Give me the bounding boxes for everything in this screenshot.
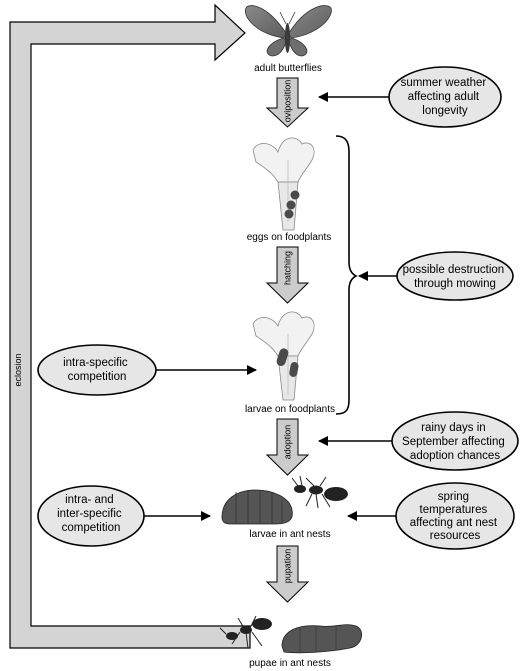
adoption-label: adoption [283, 425, 293, 460]
stage-larvae-on-foodplants: larvae on foodplants [245, 404, 335, 415]
butterfly-illustration [244, 5, 332, 57]
pupae-ant-illustration [219, 615, 363, 654]
factor-rainy-days: rainy days in September affecting adopti… [318, 411, 519, 471]
factor-spring-temperatures: spring temperatures affecting ant nest r… [347, 482, 515, 550]
stage-eggs-on-foodplants: eggs on foodplants [247, 232, 332, 243]
svg-text:summer weather affecting: summer weather affecting adult longevity [401, 77, 490, 117]
svg-text:possible destruction thr: possible destruction through mowing [403, 264, 508, 290]
pupation-label: pupation [283, 549, 293, 584]
stage-pupae-in-ant-nests: pupae in ant nests [249, 658, 331, 669]
factor-summer-weather: summer weather affecting adult longevity [318, 66, 502, 128]
svg-text:intra- and inter-specifi: intra- and inter-specific competition [57, 494, 125, 534]
stage-adult-butterflies: adult butterflies [254, 63, 322, 74]
flower-larvae-illustration [252, 311, 315, 401]
svg-text:rainy days in September: rainy days in September affecting adopti… [402, 422, 508, 462]
stage-larvae-in-ant-nests: larvae in ant nests [249, 529, 330, 540]
factor-intra-competition: intra-specific competition [37, 344, 257, 396]
hatching-label: hatching [283, 251, 293, 285]
factor-intra-inter-competition: intra- and inter-specific competition [37, 485, 211, 547]
hatching-arrow: hatching [265, 246, 310, 304]
foodplant-brace [335, 135, 358, 415]
oviposition-arrow: oviposition [265, 77, 310, 128]
larva-ant-illustration [221, 475, 348, 525]
factor-mowing: possible destruction through mowing [358, 251, 514, 301]
flower-eggs-illustration [252, 137, 315, 231]
oviposition-label: oviposition [283, 80, 293, 123]
eclosion-label: eclosion [13, 353, 23, 386]
eclosion-arrow: eclosion [9, 3, 251, 649]
adoption-arrow: adoption [265, 418, 310, 476]
svg-text:spring temperatures: spring temperatures affecting ant nest r… [410, 491, 501, 542]
svg-text:intra-specific competiti: intra-specific competition [63, 357, 131, 383]
pupation-arrow: pupation [265, 545, 310, 603]
